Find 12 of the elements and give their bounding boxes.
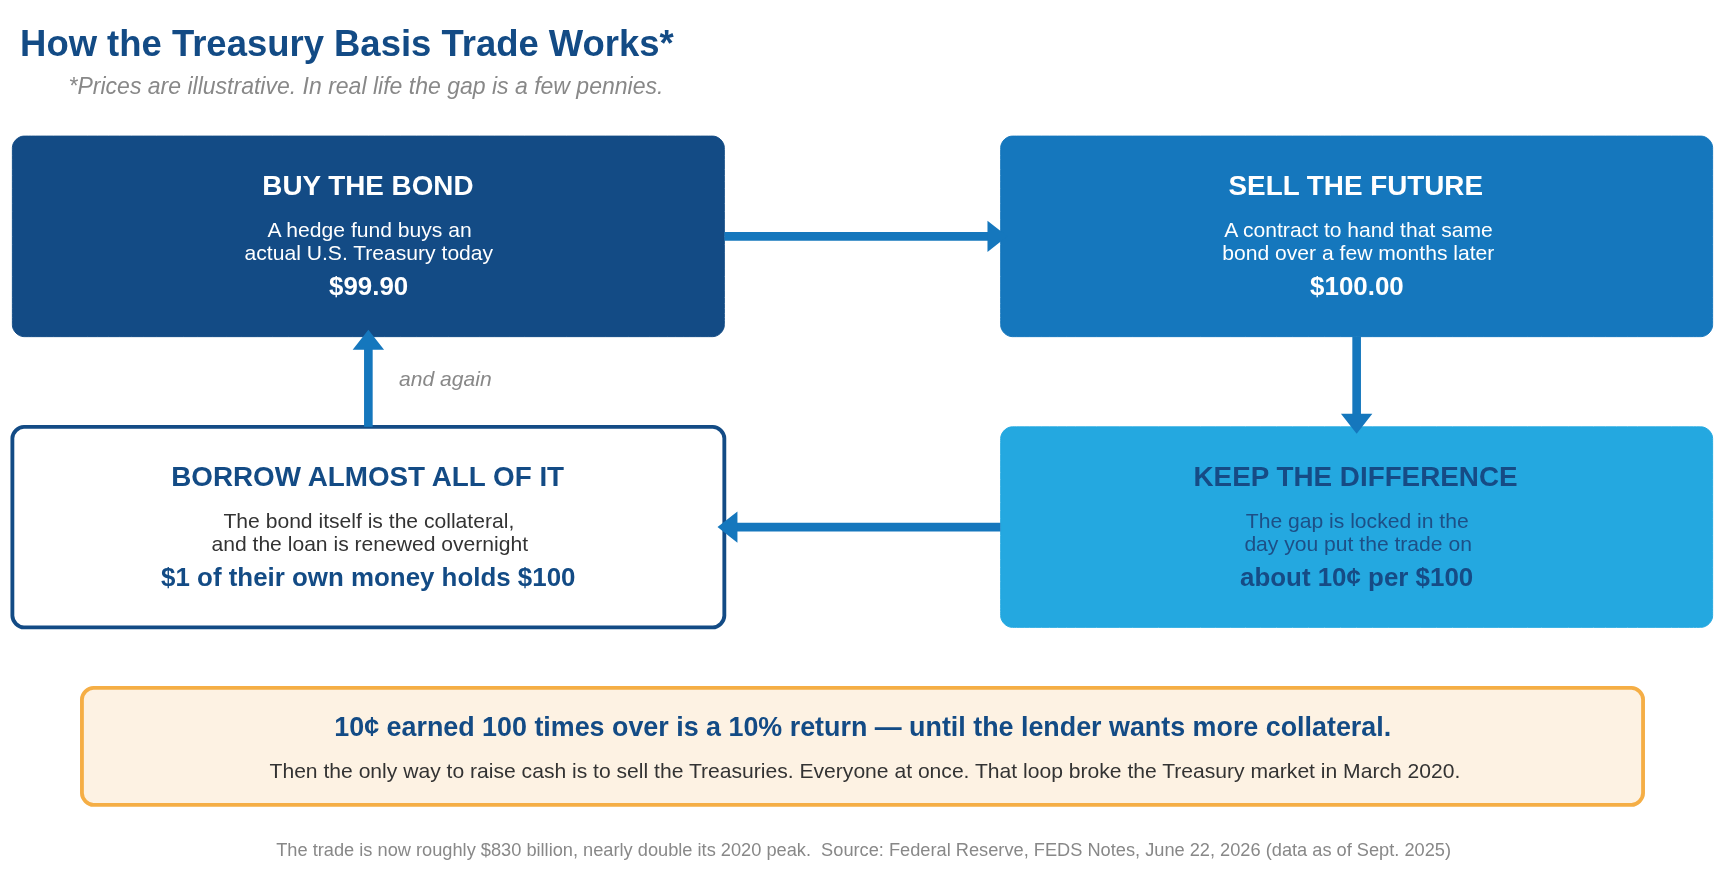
node-box: 10¢ earned 100 times over is a 10% return — until the lender wants more collateral. Then the only way to raise cash is to sell the Treasuries. Everyone at once. That loop broke the Treasury market in March 2020. (80, 685, 1645, 807)
edge-label: and again (399, 366, 492, 390)
arrow (717, 510, 1001, 543)
node-box: KEEP THE DIFFERENCE The gap is locked in the day you put the trade on about 10¢ per $100 (1000, 425, 1714, 628)
label: The trade is now roughly $830 billion, nearly double its 2020 peak. Source: Federal Reserve, FEDS Notes, June 22, 2026 (data as of Sept. 2025) (276, 838, 1452, 860)
arrow (352, 329, 385, 427)
node-box: BUY THE BOND A hedge fund buys an actual U.S. Treasury today $99.90 (11, 135, 725, 337)
diagram-title: How the Treasury Basis Trade Works* (20, 22, 674, 64)
label: *Prices are illustrative. In real life the gap is a few pennies. (68, 72, 664, 99)
node-box: SELL THE FUTURE A contract to hand that same bond over a few months later $100.00 (1000, 135, 1714, 337)
arrow (1340, 336, 1373, 434)
node-box: BORROW ALMOST ALL OF IT The bond itself is the collateral, and the loan is renewed overnight $1 of their own money holds $100 (10, 424, 727, 629)
